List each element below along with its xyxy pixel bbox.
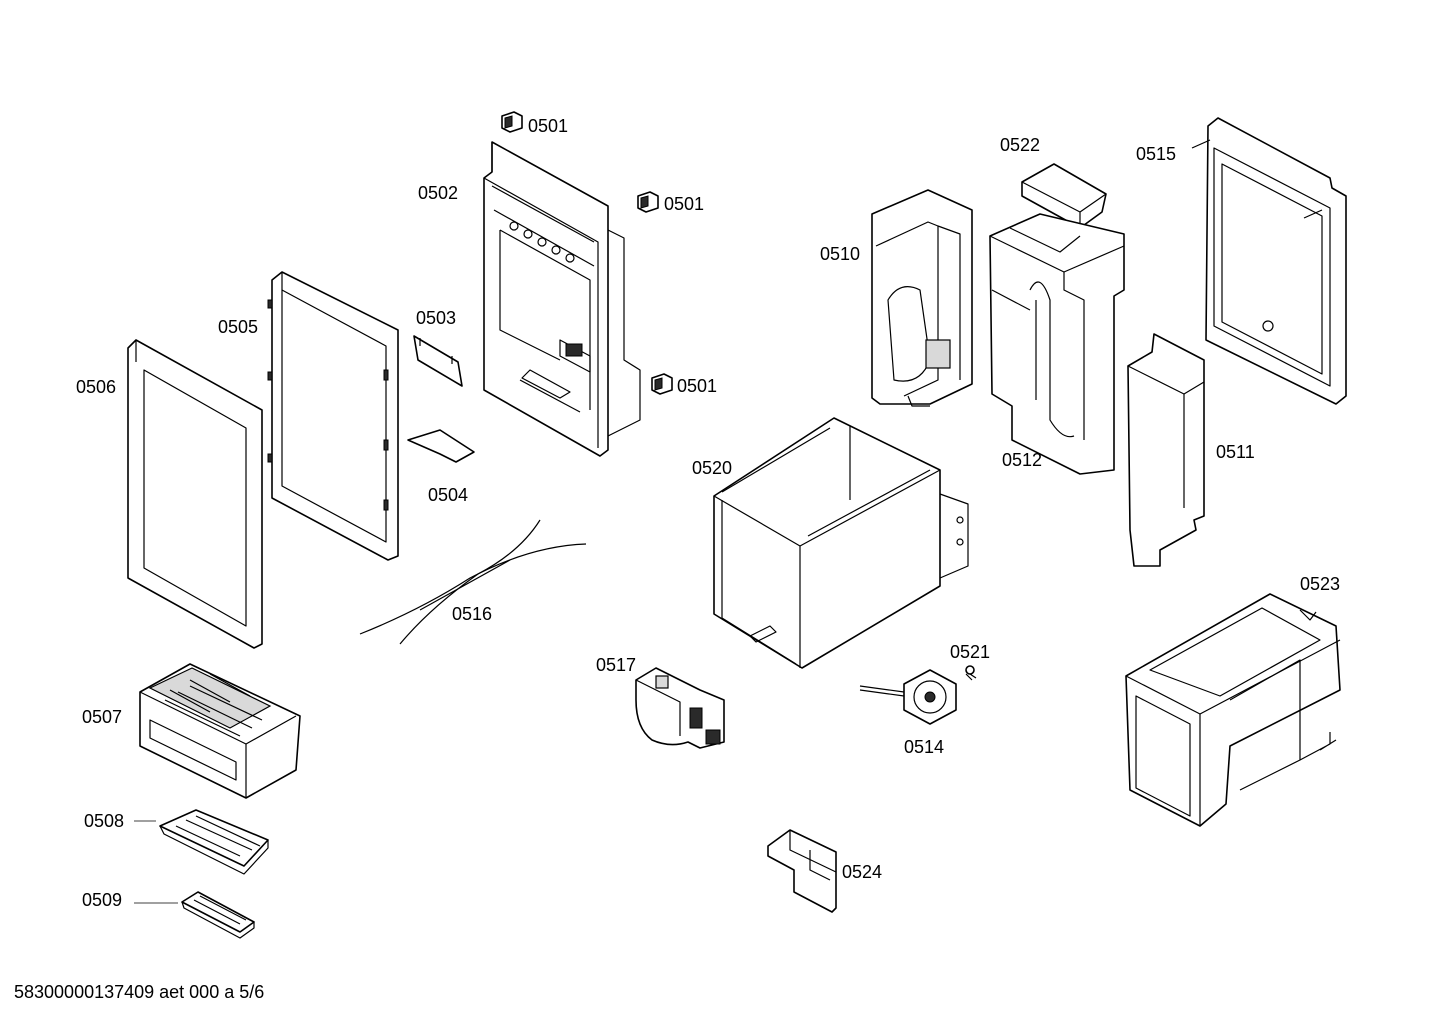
part-0501-clip-mid: [637, 191, 659, 213]
label-0506: 0506: [76, 377, 116, 397]
label-0508: 0508: [84, 811, 124, 831]
label-0515: 0515: [1136, 144, 1176, 164]
label-0502: 0502: [418, 183, 458, 203]
label-0505: 0505: [218, 317, 258, 337]
label-0507: 0507: [82, 707, 122, 727]
part-0523-ice-bucket: [1125, 593, 1341, 827]
drawing-reference-footer: 58300000137409 aet 000 a 5/6: [14, 982, 264, 1002]
label-0503: 0503: [416, 308, 456, 328]
part-0512-evaporator-housing: [989, 213, 1125, 475]
part-0504-small-plate: [407, 429, 475, 463]
label-0511: 0511: [1216, 442, 1255, 462]
label-0516: 0516: [452, 604, 492, 624]
part-0520-frame-box: [713, 417, 969, 669]
part-0501-clip-top: [501, 111, 523, 133]
part-0511-side-panel: [1127, 333, 1205, 567]
label-0501-top: 0501: [528, 116, 568, 136]
label-0509: 0509: [82, 890, 122, 910]
label-0514: 0514: [904, 737, 944, 757]
part-0508-drip-tray: [159, 809, 269, 875]
part-0501-clip-low: [651, 373, 673, 395]
part-0515-door-panel: [1191, 117, 1347, 405]
part-0505-inner-frame: [267, 271, 399, 561]
part-0509-grille: [181, 891, 255, 939]
label-0517: 0517: [596, 655, 636, 675]
part-0503-cover-plate: [413, 335, 463, 387]
part-0506-outer-frame: [127, 339, 263, 649]
part-0510-air-duct: [871, 189, 973, 407]
label-0521: 0521: [950, 642, 990, 662]
part-0516-wire-harness: [359, 519, 587, 645]
part-0517-motor-unit: [635, 667, 725, 749]
part-0502-dispenser-housing: [483, 141, 641, 457]
part-0514-fan: [859, 669, 957, 725]
part-0507-ice-chute: [139, 663, 301, 799]
label-0524: 0524: [842, 862, 882, 882]
label-0523: 0523: [1300, 574, 1340, 594]
label-0510: 0510: [820, 244, 860, 264]
label-0522: 0522: [1000, 135, 1040, 155]
part-0524-bracket: [767, 829, 837, 913]
label-0504: 0504: [428, 485, 468, 505]
label-0501-mid: 0501: [664, 194, 704, 214]
part-0521-screw: [965, 665, 977, 681]
label-0520: 0520: [692, 458, 732, 478]
label-0501-low: 0501: [677, 376, 717, 396]
label-0512: 0512: [1002, 450, 1042, 470]
